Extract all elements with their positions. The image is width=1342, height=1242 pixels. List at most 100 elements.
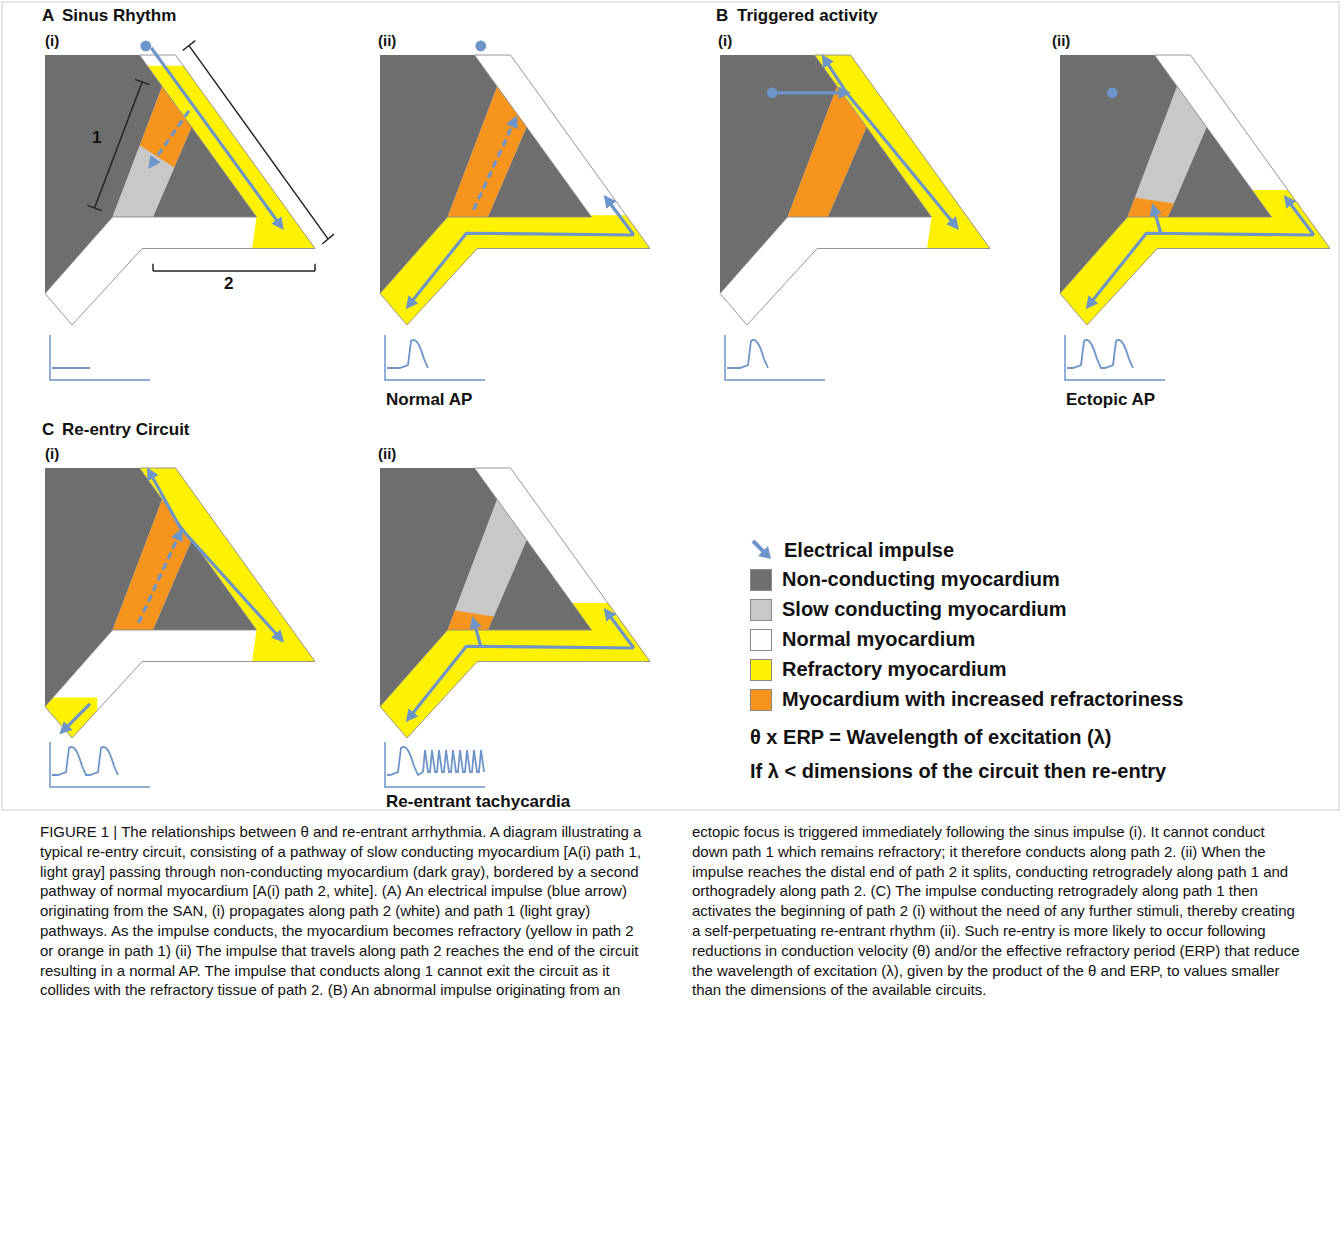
non-conducting-region [380, 55, 497, 294]
legend-swatch [750, 629, 772, 651]
subpanel-label: (ii) [378, 445, 396, 462]
impulse-arrow [607, 199, 634, 235]
impulse-arrow [848, 95, 956, 226]
non-conducting-island [1168, 127, 1272, 217]
path-number: 1 [92, 128, 101, 148]
path-outline [720, 55, 990, 325]
ap-trace [52, 367, 90, 369]
trace-label: Re-entrant tachycardia [386, 792, 570, 812]
panel-title: Triggered activity [737, 6, 878, 26]
circuit-panel [371, 468, 677, 765]
legend-text: Refractory myocardium [782, 658, 1007, 681]
panel-letter: C [42, 420, 54, 440]
ap-plot [385, 335, 485, 380]
subpanel-label: (i) [718, 32, 732, 49]
legend-item: Myocardium with increased refractoriness [750, 688, 1183, 711]
non-conducting-region [45, 468, 162, 707]
non-conducting-region [720, 55, 837, 294]
figure-frame [2, 2, 1339, 810]
non-conducting-island [488, 127, 592, 217]
ap-plot [385, 742, 485, 787]
ap-trace [727, 340, 768, 368]
subpanel-label: (ii) [1052, 32, 1070, 49]
ap-trace [1067, 340, 1133, 368]
path-2-bracket [153, 41, 334, 271]
subpanel-label: (i) [45, 445, 59, 462]
impulse-arrow [151, 111, 189, 165]
figure-caption: FIGURE 1 | The relationships between θ a… [40, 822, 1302, 1000]
increased-refractory-region [448, 610, 494, 630]
trace-label: Ectopic AP [1066, 390, 1155, 410]
legend-text: Normal myocardium [782, 628, 975, 651]
legend-item: Normal myocardium [750, 628, 975, 651]
path-1-bracket [87, 79, 149, 210]
impulse-arrow [63, 704, 90, 731]
formula: If λ < dimensions of the circuit then re… [750, 760, 1166, 783]
path-number: 2 [224, 274, 233, 294]
legend-item: Slow conducting myocardium [750, 598, 1066, 621]
impulse-origin [475, 41, 486, 52]
legend-arrow-head [758, 546, 771, 559]
legend-swatch [750, 659, 772, 681]
path-outline [380, 55, 650, 325]
impulse-arrow [474, 120, 515, 210]
increased-refractory-region [1128, 197, 1174, 217]
impulse-arrow [824, 59, 847, 95]
circuit-panel [45, 41, 342, 325]
legend-text: Non-conducting myocardium [782, 568, 1060, 591]
impulse-arrow [409, 646, 634, 718]
legend-swatch [750, 569, 772, 591]
legend-text: Slow conducting myocardium [782, 598, 1066, 621]
impulse-origin [767, 87, 778, 98]
path-outline [380, 468, 650, 738]
panel-title: Sinus Rhythm [62, 6, 176, 26]
plot-axes [50, 742, 150, 787]
legend-text: Myocardium with increased refractoriness [782, 688, 1183, 711]
impulse-origin [1107, 87, 1118, 98]
impulse-arrow [607, 612, 634, 648]
plot-axes [1065, 335, 1165, 380]
circuit-panel [371, 41, 677, 352]
impulse-arrow [1089, 233, 1314, 305]
path-outline [45, 468, 315, 738]
ap-plot [50, 742, 150, 787]
subpanel-label: (ii) [378, 32, 396, 49]
circuit-panel [36, 468, 342, 765]
panel-title: Re-entry Circuit [62, 420, 190, 440]
impulse-arrow [1287, 199, 1314, 235]
plot-axes [725, 335, 825, 380]
legend-text: Electrical impulse [784, 539, 954, 562]
formula: θ x ERP = Wavelength of excitation (λ) [750, 726, 1111, 749]
circuit-panel [1051, 55, 1342, 352]
circuit-panel [720, 55, 1017, 325]
impulse-arrow [474, 621, 481, 646]
ap-trace [387, 340, 428, 368]
impulse-arrow [409, 233, 634, 305]
ap-plot [50, 335, 150, 380]
ap-trace [387, 747, 484, 775]
legend-swatch [750, 599, 772, 621]
legend-item: Refractory myocardium [750, 658, 1007, 681]
impulse-arrow [778, 91, 846, 94]
plot-axes [385, 742, 485, 787]
impulse-arrow [151, 48, 281, 226]
plot-axes [50, 335, 150, 380]
impulse-arrow [149, 472, 180, 528]
impulse-arrow [180, 527, 281, 639]
trace-label: Normal AP [386, 390, 472, 410]
plot-axes [385, 335, 485, 380]
impulse-origin [140, 41, 151, 52]
legend-swatch [750, 689, 772, 711]
ap-trace [52, 747, 118, 775]
path-outline [1060, 55, 1330, 325]
legend-item: Electrical impulse [750, 538, 954, 562]
panel-letter: A [42, 6, 54, 26]
ap-plot [1065, 335, 1165, 380]
impulse-arrow [1154, 208, 1161, 233]
legend-arrow [750, 538, 774, 562]
non-conducting-island [488, 540, 592, 630]
ap-plot [725, 335, 825, 380]
path-outline [45, 55, 315, 325]
non-conducting-region [1060, 55, 1177, 294]
